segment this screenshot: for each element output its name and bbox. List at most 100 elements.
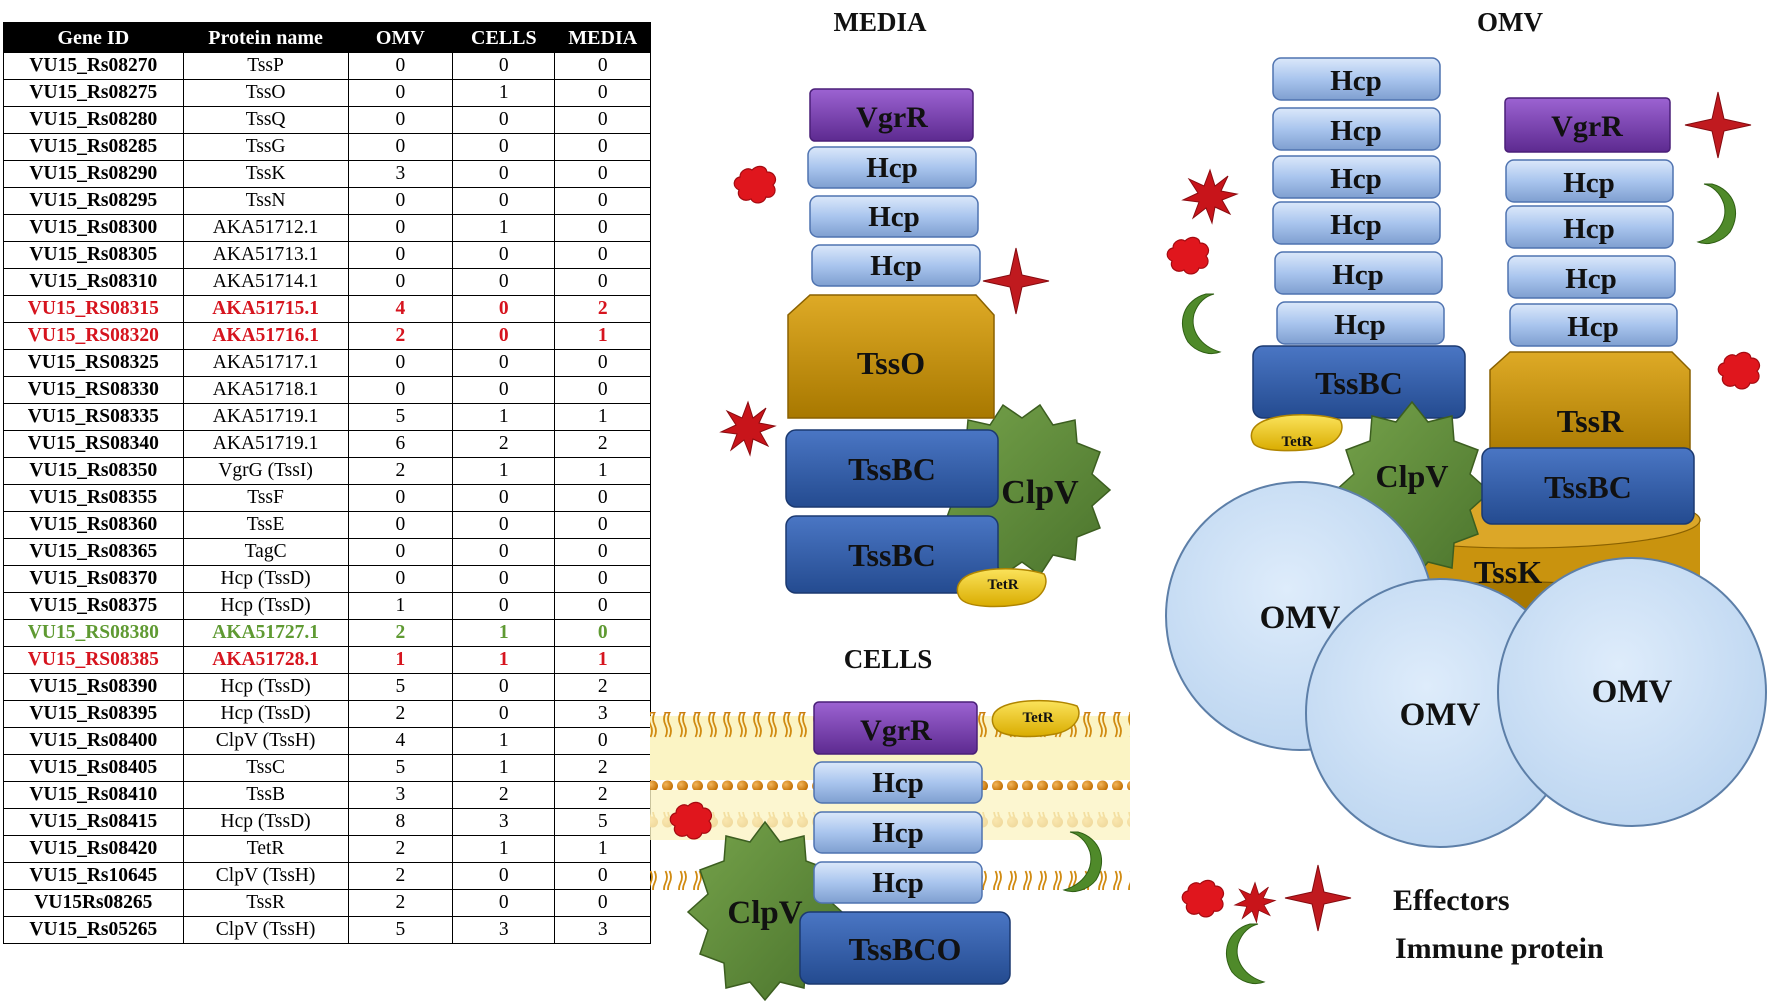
media-tssbc-label: TssBC: [848, 537, 936, 573]
cells-hcp-block: [813, 861, 983, 904]
omv-hcp-label: Hcp: [1330, 65, 1382, 97]
cell-gene-id: VU15_Rs08410: [3, 781, 184, 809]
omv-hcp-label: Hcp: [1567, 311, 1619, 343]
media-tsso-block: [787, 294, 995, 419]
cell-omv: 0: [347, 538, 454, 566]
cell-media: 3: [554, 916, 651, 944]
legend-star-icon: [1284, 864, 1352, 932]
omv-panel-title: OMV: [1477, 7, 1543, 37]
cell-protein-name: AKA51728.1: [182, 646, 349, 674]
cell-omv: 2: [347, 322, 454, 350]
cell-cells: 0: [452, 376, 556, 404]
cell-cells: 0: [452, 349, 556, 377]
cell-protein-name: TagC: [182, 538, 349, 566]
cell-cells: 0: [452, 565, 556, 593]
cell-protein-name: TssN: [182, 187, 349, 215]
media-hcp-label: Hcp: [868, 201, 920, 233]
omv-vesicle-label: OMV: [1260, 600, 1341, 636]
cell-cells: 1: [452, 619, 556, 647]
omv-hcp-label: Hcp: [1330, 209, 1382, 241]
cell-media: 0: [554, 79, 651, 107]
media-panel-title: MEDIA: [834, 7, 927, 37]
cell-gene-id: VU15_Rs08355: [3, 484, 184, 512]
cell-media: 0: [554, 106, 651, 134]
cell-omv: 0: [347, 376, 454, 404]
omv-hcp-label: Hcp: [1330, 115, 1382, 147]
cells-panel-title: CELLS: [844, 644, 933, 674]
media-tssbc-block: [785, 515, 999, 594]
omv-panel: TssK Hcp Hcp Hcp Hcp Hcp Hcp TssBC VgrR …: [1165, 57, 1767, 848]
cell-omv: 5: [347, 754, 454, 782]
cell-protein-name: VgrG (TssI): [182, 457, 349, 485]
cell-media: 1: [554, 835, 651, 863]
cell-gene-id: VU15_Rs08285: [3, 133, 184, 161]
omv-hcp-block: [1507, 255, 1676, 299]
omv-hcp-block: [1272, 155, 1441, 199]
cell-protein-name: AKA51714.1: [182, 268, 349, 296]
omv-tssk-top: [1339, 491, 1701, 549]
cell-protein-name: AKA51717.1: [182, 349, 349, 377]
cells-panel: ClpV VgrR Hcp Hcp Hcp TssBCO TetR: [650, 699, 1130, 1002]
cell-omv: 0: [347, 268, 454, 296]
cell-media: 0: [554, 268, 651, 296]
omv-tssbc-label: TssBC: [1544, 469, 1632, 505]
membrane-lipids-top: [650, 712, 1130, 790]
cell-gene-id: VU15_RS08325: [3, 349, 184, 377]
cells-hcp-block: [813, 811, 983, 854]
omv-tetr-label: TetR: [1281, 434, 1312, 450]
cell-media: 0: [554, 133, 651, 161]
cell-gene-id: VU15_RS08315: [3, 295, 184, 323]
media-clpv-shape: [931, 403, 1112, 577]
cell-protein-name: AKA51719.1: [182, 403, 349, 431]
media-tssbc-label: TssBC: [848, 451, 936, 487]
cell-gene-id: VU15_Rs08405: [3, 754, 184, 782]
header-media: MEDIA: [554, 22, 651, 53]
cell-omv: 0: [347, 511, 454, 539]
cell-protein-name: AKA51712.1: [182, 214, 349, 242]
cell-media: 1: [554, 646, 651, 674]
cell-protein-name: TssC: [182, 754, 349, 782]
cell-protein-name: AKA51713.1: [182, 241, 349, 269]
cell-omv: 0: [347, 565, 454, 593]
cell-gene-id: VU15_Rs08310: [3, 268, 184, 296]
omv-tetr-block: [1250, 414, 1343, 452]
table-header-row: Gene ID Protein name OMV CELLS MEDIA: [3, 22, 651, 53]
omv-vesicle-label: OMV: [1400, 697, 1481, 733]
cell-cells: 1: [452, 835, 556, 863]
effector-blob-icon: [733, 165, 777, 204]
cell-protein-name: TssK: [182, 160, 349, 188]
cell-protein-name: Hcp (TssD): [182, 565, 349, 593]
cell-cells: 0: [452, 268, 556, 296]
omv-tssr-block: [1489, 351, 1691, 461]
legend-immune-label: Immune protein: [1395, 932, 1604, 965]
cell-cells: 0: [452, 700, 556, 728]
cells-hcp-block: [813, 761, 983, 804]
cell-protein-name: TssR: [182, 889, 349, 917]
cell-omv: 0: [347, 187, 454, 215]
legend-blob-icon: [1181, 879, 1225, 918]
cell-protein-name: TssQ: [182, 106, 349, 134]
cell-cells: 1: [452, 727, 556, 755]
media-hcp-block: [809, 195, 979, 238]
cell-gene-id: VU15_RS08330: [3, 376, 184, 404]
cell-media: 2: [554, 430, 651, 458]
cell-media: 0: [554, 52, 651, 80]
cell-media: 0: [554, 376, 651, 404]
cell-media: 1: [554, 403, 651, 431]
cell-protein-name: TssE: [182, 511, 349, 539]
effector-blob-icon: [1717, 351, 1761, 390]
cell-omv: 0: [347, 106, 454, 134]
cells-clpv-shape: [686, 820, 844, 1002]
omv-hcp-label: Hcp: [1565, 263, 1617, 295]
cell-media: 0: [554, 214, 651, 242]
omv-tssr-label: TssR: [1557, 403, 1624, 439]
omv-clpv-shape: [1332, 400, 1492, 584]
cells-vgrr-block: [813, 701, 978, 755]
media-tssbc-block: [785, 429, 999, 508]
